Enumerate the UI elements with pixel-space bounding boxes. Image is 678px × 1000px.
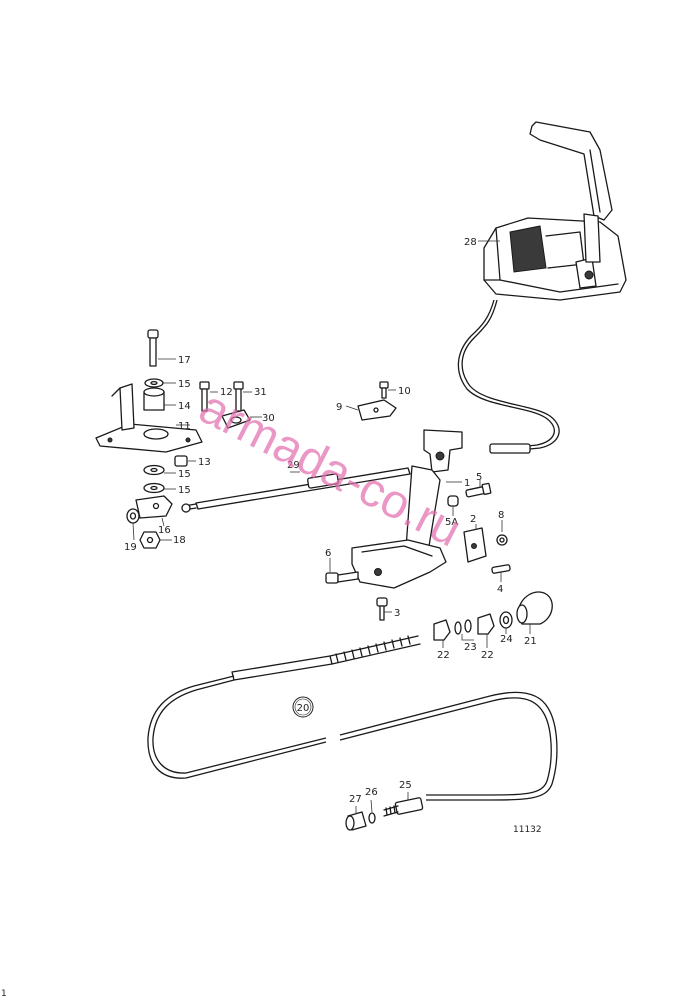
label-27: 27 (349, 794, 362, 805)
label-22: 22 (437, 650, 450, 661)
label-9: 9 (336, 402, 342, 413)
label-21: 21 (524, 636, 537, 647)
leader-lines (132, 240, 531, 814)
nut-22-left (433, 619, 451, 641)
upper-control-cable (457, 299, 560, 454)
label-5a: 5A (445, 517, 458, 528)
label-12: 12 (220, 387, 233, 398)
callout-20-text: 20 (297, 703, 310, 714)
label-26: 26 (365, 787, 378, 798)
part-labels: 28 17 15 14 11 12 31 30 13 15 15 16 19 1… (124, 237, 537, 805)
washer-15-mid (143, 464, 165, 476)
bolt-3 (376, 597, 388, 621)
bolt-6 (325, 571, 359, 584)
label-5: 5 (476, 472, 482, 483)
label-28: 28 (464, 237, 477, 248)
washer-15-top (144, 378, 164, 388)
bolt-31 (233, 381, 244, 412)
push-pull-rod (181, 467, 411, 513)
label-11: 11 (178, 421, 191, 432)
label-25: 25 (399, 780, 412, 791)
lower-control-cable (147, 675, 558, 801)
clamp-30 (221, 409, 251, 429)
washer-26 (368, 812, 376, 824)
label-31: 31 (254, 387, 267, 398)
label-10: 10 (398, 386, 411, 397)
knob-21 (516, 591, 553, 625)
label-15: 15 (178, 485, 191, 496)
nut-22-right (477, 613, 495, 635)
label-16: 16 (158, 525, 171, 536)
label-23: 23 (464, 642, 477, 653)
label-4: 4 (497, 584, 503, 595)
nut-8 (496, 534, 508, 546)
label-30: 30 (262, 413, 275, 424)
mounting-bracket (351, 429, 487, 589)
screw-10 (379, 381, 389, 399)
rubber-mount-14 (143, 387, 165, 411)
nut-24 (499, 611, 513, 629)
callout-20: 20 (292, 696, 314, 718)
nut-13 (174, 455, 188, 467)
label-15: 15 (178, 469, 191, 480)
figure-number: 11132 (513, 825, 542, 835)
label-29: 29 (287, 460, 300, 471)
label-1: 1 (464, 478, 470, 489)
bolt-17 (147, 329, 159, 367)
cable-end-fitting-25 (383, 797, 424, 817)
label-8: 8 (498, 510, 504, 521)
label-2: 2 (470, 514, 476, 525)
label-18: 18 (173, 535, 186, 546)
threaded-cable-end (231, 635, 421, 681)
label-13: 13 (198, 457, 211, 468)
label-22: 22 (481, 650, 494, 661)
label-17: 17 (178, 355, 191, 366)
cap-27 (345, 811, 367, 831)
bolt-12 (199, 381, 210, 412)
label-3: 3 (394, 608, 400, 619)
bolt-5 (465, 482, 492, 498)
bushing-19 (126, 508, 140, 524)
washers-23 (454, 619, 472, 635)
bracket-plate-11 (95, 383, 203, 453)
label-24: 24 (500, 634, 513, 645)
bracket-16 (135, 495, 173, 519)
washer-15-low (143, 482, 165, 494)
control-lever-handle (529, 121, 613, 263)
label-19: 19 (124, 542, 137, 553)
nut-18 (139, 531, 161, 549)
plate-9 (357, 399, 397, 421)
edge-mark: 1 (1, 989, 7, 999)
label-15: 15 (178, 379, 191, 390)
label-6: 6 (325, 548, 331, 559)
bolt-4 (491, 564, 511, 574)
label-14: 14 (178, 401, 191, 412)
control-lever-housing (483, 217, 627, 301)
